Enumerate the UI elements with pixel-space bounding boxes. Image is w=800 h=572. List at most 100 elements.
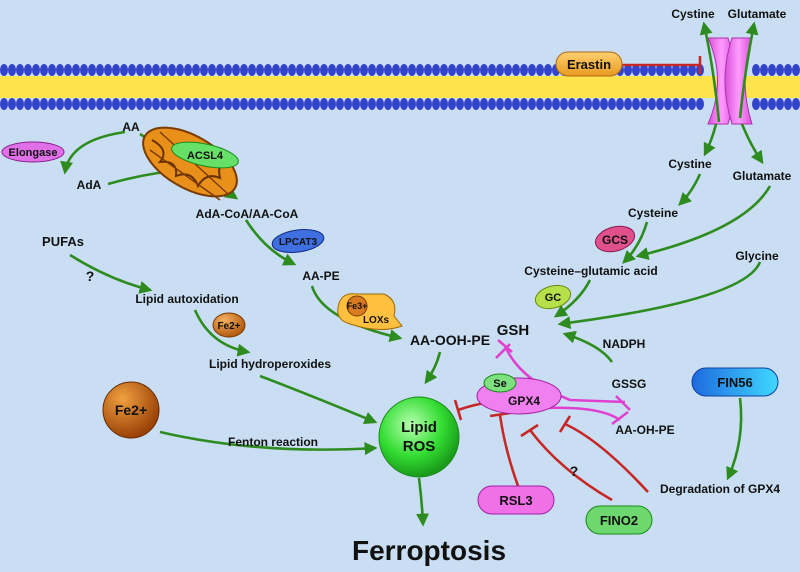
membrane-head-outer	[176, 64, 184, 76]
gcs-enzyme: GCS	[594, 225, 636, 253]
acsl4-enzyme: ACSL4	[171, 141, 239, 169]
arrow-ros-ferroptosis	[416, 477, 430, 527]
membrane-head-inner	[552, 98, 560, 110]
membrane-head-outer	[456, 64, 464, 76]
membrane-head-outer	[496, 64, 504, 76]
membrane-head-outer	[624, 64, 632, 76]
membrane-head-inner	[168, 98, 176, 110]
lipid-ros-label-line2: ROS	[403, 438, 436, 455]
arrow-glutamate-in	[740, 123, 764, 165]
arrow-aaoohpe-ros	[424, 351, 442, 385]
membrane-head-inner	[528, 98, 536, 110]
membrane-head-inner	[424, 98, 432, 110]
membrane-head-inner	[496, 98, 504, 110]
membrane-head-inner	[504, 98, 512, 110]
membrane-head-outer	[416, 64, 424, 76]
membrane-head-outer	[320, 64, 328, 76]
fin56-node: FIN56	[691, 367, 779, 397]
arrow-fenton-ros	[159, 430, 378, 456]
membrane-head-inner	[560, 98, 568, 110]
membrane-head-outer	[168, 64, 176, 76]
degradation-inhibits-gpx4	[564, 422, 649, 493]
membrane-head-inner	[608, 98, 616, 110]
membrane-head-inner	[448, 98, 456, 110]
membrane-head-inner	[472, 98, 480, 110]
membrane-head-inner	[592, 98, 600, 110]
membrane-head-inner	[208, 98, 216, 110]
arrow-aa-ada	[60, 130, 126, 175]
membrane-head-inner	[288, 98, 296, 110]
membrane-head-inner	[32, 98, 40, 110]
membrane-head-inner	[328, 98, 336, 110]
membrane-head-outer	[16, 64, 24, 76]
fino2-inhibits-gpx4	[528, 429, 613, 502]
cell-membrane	[0, 64, 800, 110]
membrane-head-inner	[336, 98, 344, 110]
membrane-head-inner	[160, 98, 168, 110]
arrow-gssg-gsh	[562, 330, 614, 363]
question-mark-1: ?	[86, 268, 95, 284]
cystine-extracellular-label: Cystine	[671, 7, 715, 21]
gpx4-label: GPX4	[508, 394, 540, 408]
membrane-head-inner	[672, 98, 680, 110]
membrane-head-outer	[192, 64, 200, 76]
membrane-head-inner	[48, 98, 56, 110]
elongase-enzyme: Elongase	[1, 141, 65, 163]
membrane-head-outer	[200, 64, 208, 76]
membrane-head-inner	[440, 98, 448, 110]
membrane-head-outer	[400, 64, 408, 76]
fenton-reaction-label: Fenton reaction	[228, 435, 318, 449]
lipid-hydroperoxides-label: Lipid hydroperoxides	[209, 357, 331, 371]
activation-arrows	[60, 21, 772, 527]
membrane-head-outer	[752, 64, 760, 76]
membrane-head-inner	[752, 98, 760, 110]
cysteine-label: Cysteine	[628, 206, 678, 220]
rsl3-label: RSL3	[499, 493, 532, 508]
membrane-head-outer	[88, 64, 96, 76]
membrane-head-inner	[384, 98, 392, 110]
fin56-label: FIN56	[717, 375, 752, 390]
membrane-head-outer	[384, 64, 392, 76]
membrane-head-inner	[56, 98, 64, 110]
membrane-head-inner	[784, 98, 792, 110]
membrane-head-inner	[280, 98, 288, 110]
membrane-head-outer	[56, 64, 64, 76]
membrane-head-outer	[512, 64, 520, 76]
membrane-head-inner	[240, 98, 248, 110]
gcs-label: GCS	[602, 233, 628, 247]
membrane-head-outer	[504, 64, 512, 76]
membrane-head-outer	[272, 64, 280, 76]
membrane-head-inner	[64, 98, 72, 110]
membrane-head-inner	[464, 98, 472, 110]
membrane-head-inner	[536, 98, 544, 110]
cysteine-glutamic-acid-label: Cysteine–glutamic acid	[524, 264, 657, 278]
membrane-head-outer	[240, 64, 248, 76]
membrane-head-inner	[224, 98, 232, 110]
membrane-head-outer	[640, 64, 648, 76]
aa-label: AA	[122, 120, 140, 134]
membrane-head-outer	[648, 64, 656, 76]
membrane-head-outer	[184, 64, 192, 76]
membrane-head-inner	[176, 98, 184, 110]
acsl4-label: ACSL4	[187, 150, 224, 162]
membrane-head-inner	[8, 98, 16, 110]
membrane-head-outer	[40, 64, 48, 76]
membrane-head-outer	[520, 64, 528, 76]
membrane-head-outer	[24, 64, 32, 76]
arrow-glutamate-export	[738, 21, 759, 119]
membrane-head-inner	[152, 98, 160, 110]
membrane-head-inner	[408, 98, 416, 110]
membrane-head-outer	[472, 64, 480, 76]
membrane-head-outer	[224, 64, 232, 76]
membrane-head-inner	[16, 98, 24, 110]
membrane-head-inner	[184, 98, 192, 110]
membrane-tail-band	[0, 76, 800, 98]
membrane-head-inner	[136, 98, 144, 110]
arrow-cysglu-gsh	[553, 279, 592, 318]
fino2-node: FINO2	[585, 505, 653, 535]
membrane-head-inner	[768, 98, 776, 110]
arrow-glycine-gsh	[557, 261, 762, 330]
membrane-head-outer	[344, 64, 352, 76]
membrane-head-outer	[280, 64, 288, 76]
